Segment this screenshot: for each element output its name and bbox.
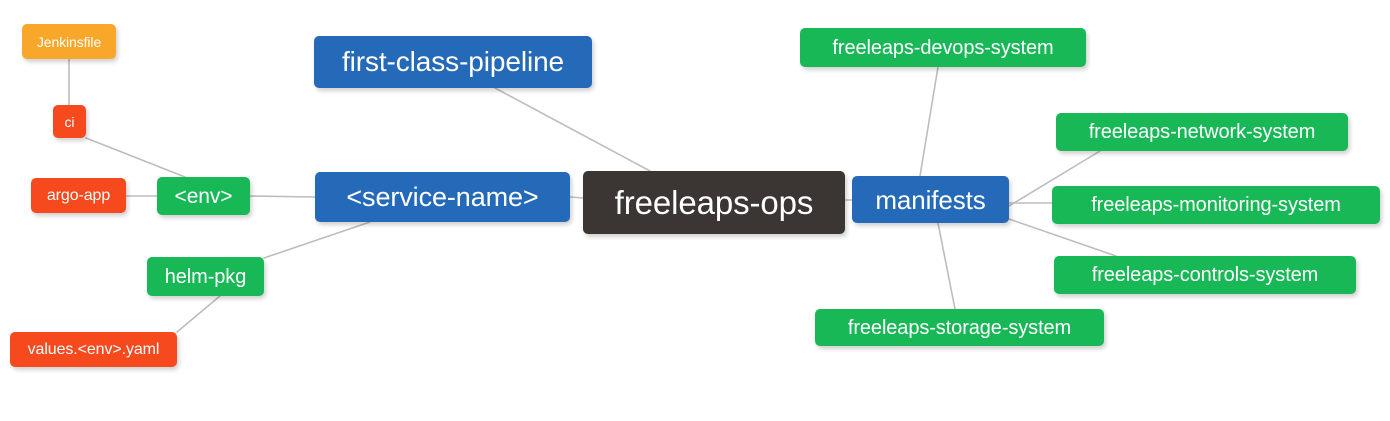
node-freeleaps-ops[interactable]: freeleaps-ops (583, 171, 845, 234)
node-argo-app[interactable]: argo-app (31, 178, 126, 213)
node-label-helm-pkg: helm-pkg (164, 265, 247, 288)
node-jenkinsfile[interactable]: Jenkinsfile (22, 24, 116, 59)
edge-first-class-pipeline-to-freeleaps-ops (494, 87, 651, 172)
node-label-env: <env> (174, 184, 233, 208)
edge-service-name-to-freeleaps-ops (569, 196, 584, 199)
node-label-jenkinsfile: Jenkinsfile (36, 33, 102, 50)
node-label-argo-app: argo-app (46, 186, 111, 204)
node-service-name[interactable]: <service-name> (315, 172, 570, 222)
node-label-freeleaps-controls-system: freeleaps-controls-system (1091, 264, 1319, 286)
edge-helm-pkg-to-service-name (263, 221, 371, 259)
node-freeleaps-network-system[interactable]: freeleaps-network-system (1056, 113, 1348, 151)
edge-values-env-yaml-to-helm-pkg (176, 295, 221, 333)
node-label-freeleaps-ops: freeleaps-ops (614, 184, 814, 221)
node-label-manifests: manifests (875, 184, 986, 215)
node-ci[interactable]: ci (53, 105, 86, 138)
edge-manifests-to-freeleaps-controls-system (1008, 218, 1117, 257)
node-label-freeleaps-devops-system: freeleaps-devops-system (832, 36, 1054, 59)
node-freeleaps-storage-system[interactable]: freeleaps-storage-system (815, 309, 1104, 346)
node-freeleaps-controls-system[interactable]: freeleaps-controls-system (1054, 256, 1356, 294)
node-label-values-env-yaml: values.<env>.yaml (27, 340, 160, 358)
node-label-freeleaps-monitoring-system: freeleaps-monitoring-system (1091, 194, 1341, 216)
node-label-first-class-pipeline: first-class-pipeline (341, 46, 565, 77)
node-label-ci: ci (64, 113, 75, 130)
node-values-env-yaml[interactable]: values.<env>.yaml (10, 332, 177, 367)
node-label-service-name: <service-name> (346, 181, 539, 212)
node-label-freeleaps-storage-system: freeleaps-storage-system (847, 316, 1072, 339)
edge-ci-to-env (85, 137, 186, 178)
node-freeleaps-devops-system[interactable]: freeleaps-devops-system (800, 28, 1086, 67)
node-helm-pkg[interactable]: helm-pkg (147, 257, 264, 296)
node-manifests[interactable]: manifests (852, 176, 1009, 223)
edge-manifests-to-freeleaps-storage-system (937, 222, 956, 310)
node-env[interactable]: <env> (157, 177, 250, 215)
node-first-class-pipeline[interactable]: first-class-pipeline (314, 36, 592, 88)
edge-manifests-to-freeleaps-devops-system (919, 66, 939, 177)
node-freeleaps-monitoring-system[interactable]: freeleaps-monitoring-system (1052, 186, 1380, 224)
node-label-freeleaps-network-system: freeleaps-network-system (1088, 121, 1316, 143)
edge-env-to-service-name (249, 195, 316, 198)
